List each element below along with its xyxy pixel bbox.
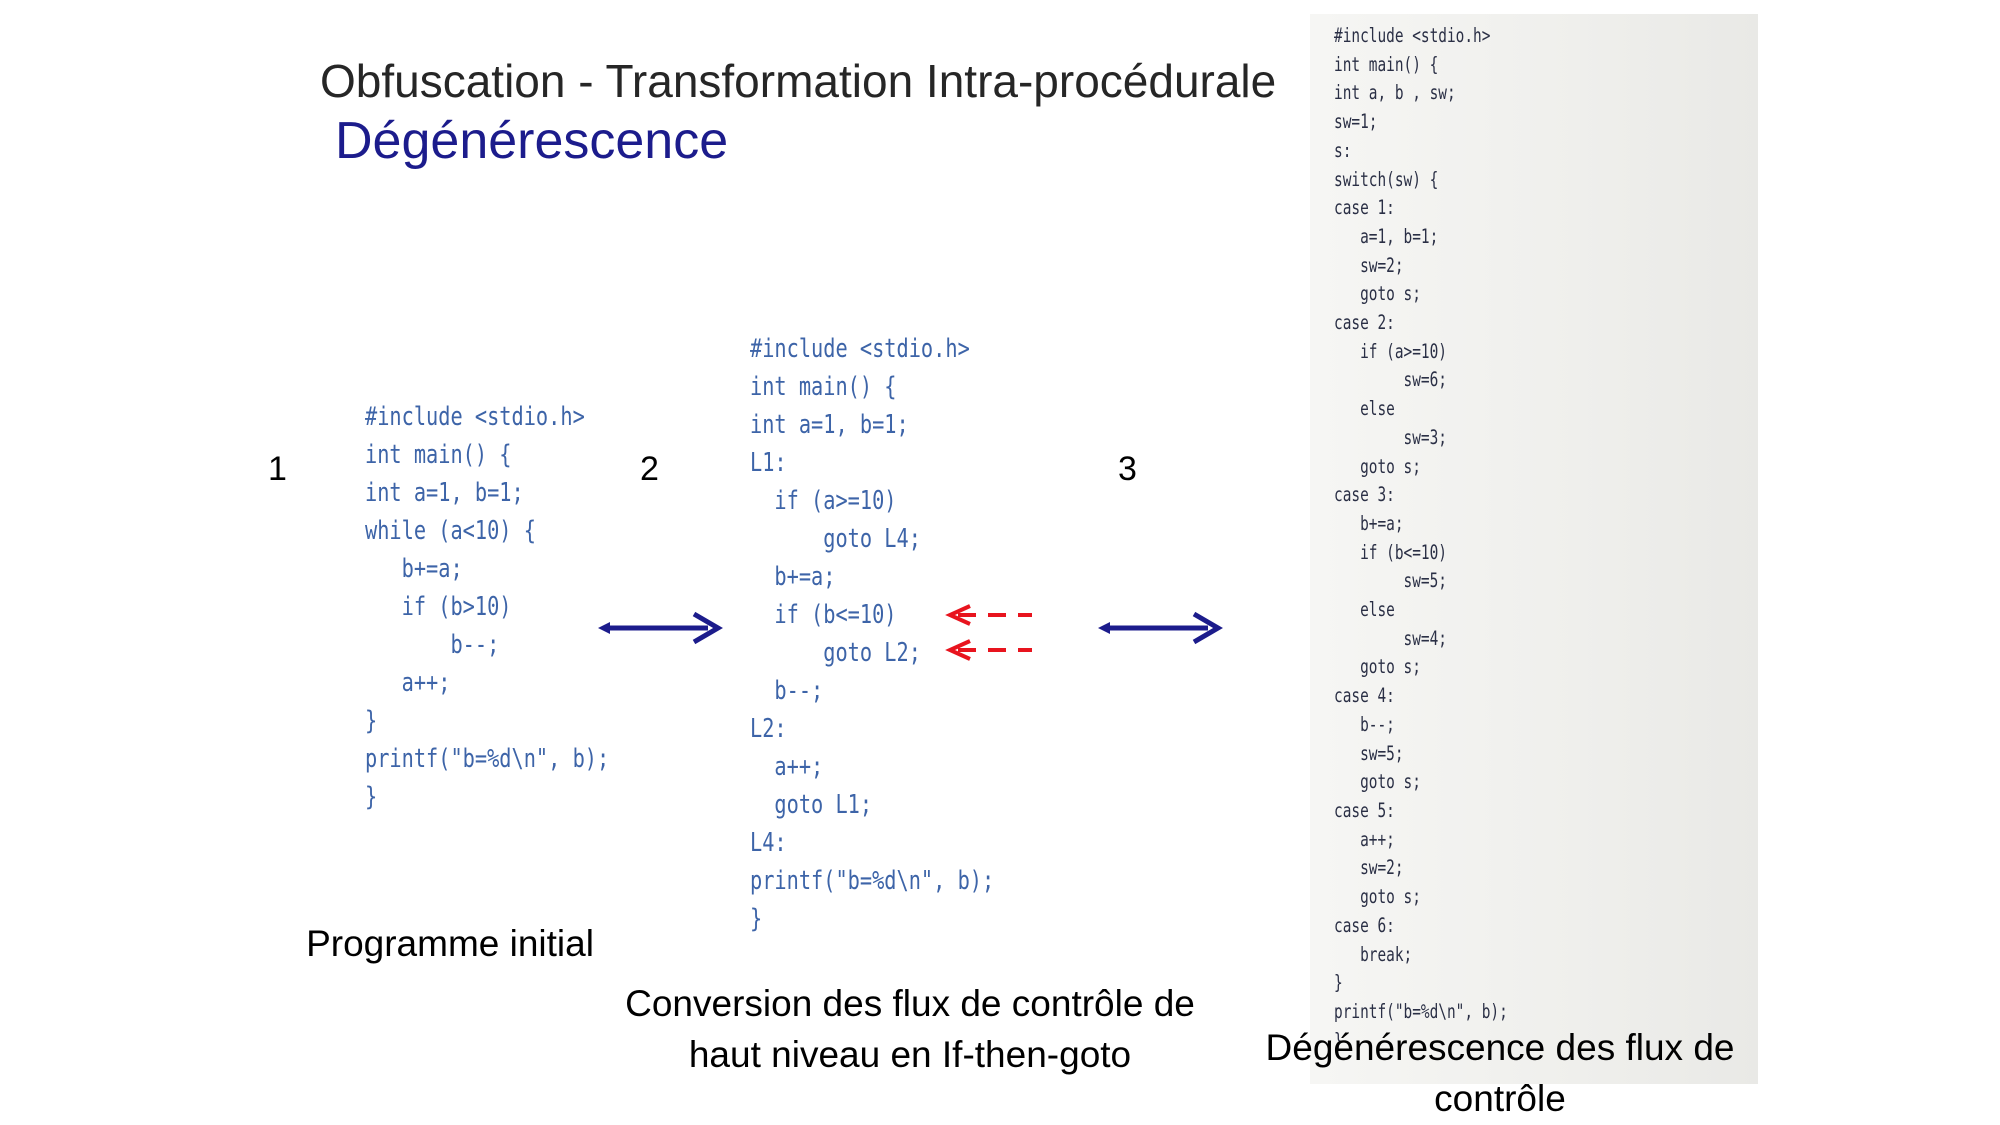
slide-subtitle: Dégénérescence bbox=[335, 112, 729, 170]
caption-degeneration: Dégénérescence des flux de contrôle bbox=[1265, 1027, 1735, 1119]
step-number-2: 2 bbox=[640, 450, 659, 488]
dashed-arrow-left-icon bbox=[945, 639, 1032, 661]
arrow-right-icon bbox=[598, 611, 723, 645]
arrow-right-icon bbox=[1098, 611, 1223, 645]
step-number-3: 3 bbox=[1118, 450, 1137, 488]
caption-initial-program: Programme initial bbox=[306, 923, 594, 964]
slide-title: Obfuscation - Transformation Intra-procé… bbox=[320, 55, 1277, 107]
degenerated-code: #include <stdio.h> int main() { int a, b… bbox=[1334, 24, 1508, 1052]
caption-if-then-goto: Conversion des flux de contrôle de haut … bbox=[625, 983, 1195, 1075]
degenerated-code-panel bbox=[1310, 14, 1758, 1084]
dashed-arrow-left-icon bbox=[945, 604, 1032, 626]
step-number-1: 1 bbox=[268, 450, 287, 488]
initial-program-code: #include <stdio.h> int main() { int a=1,… bbox=[365, 402, 610, 812]
if-then-goto-code: #include <stdio.h> int main() { int a=1,… bbox=[750, 334, 995, 934]
